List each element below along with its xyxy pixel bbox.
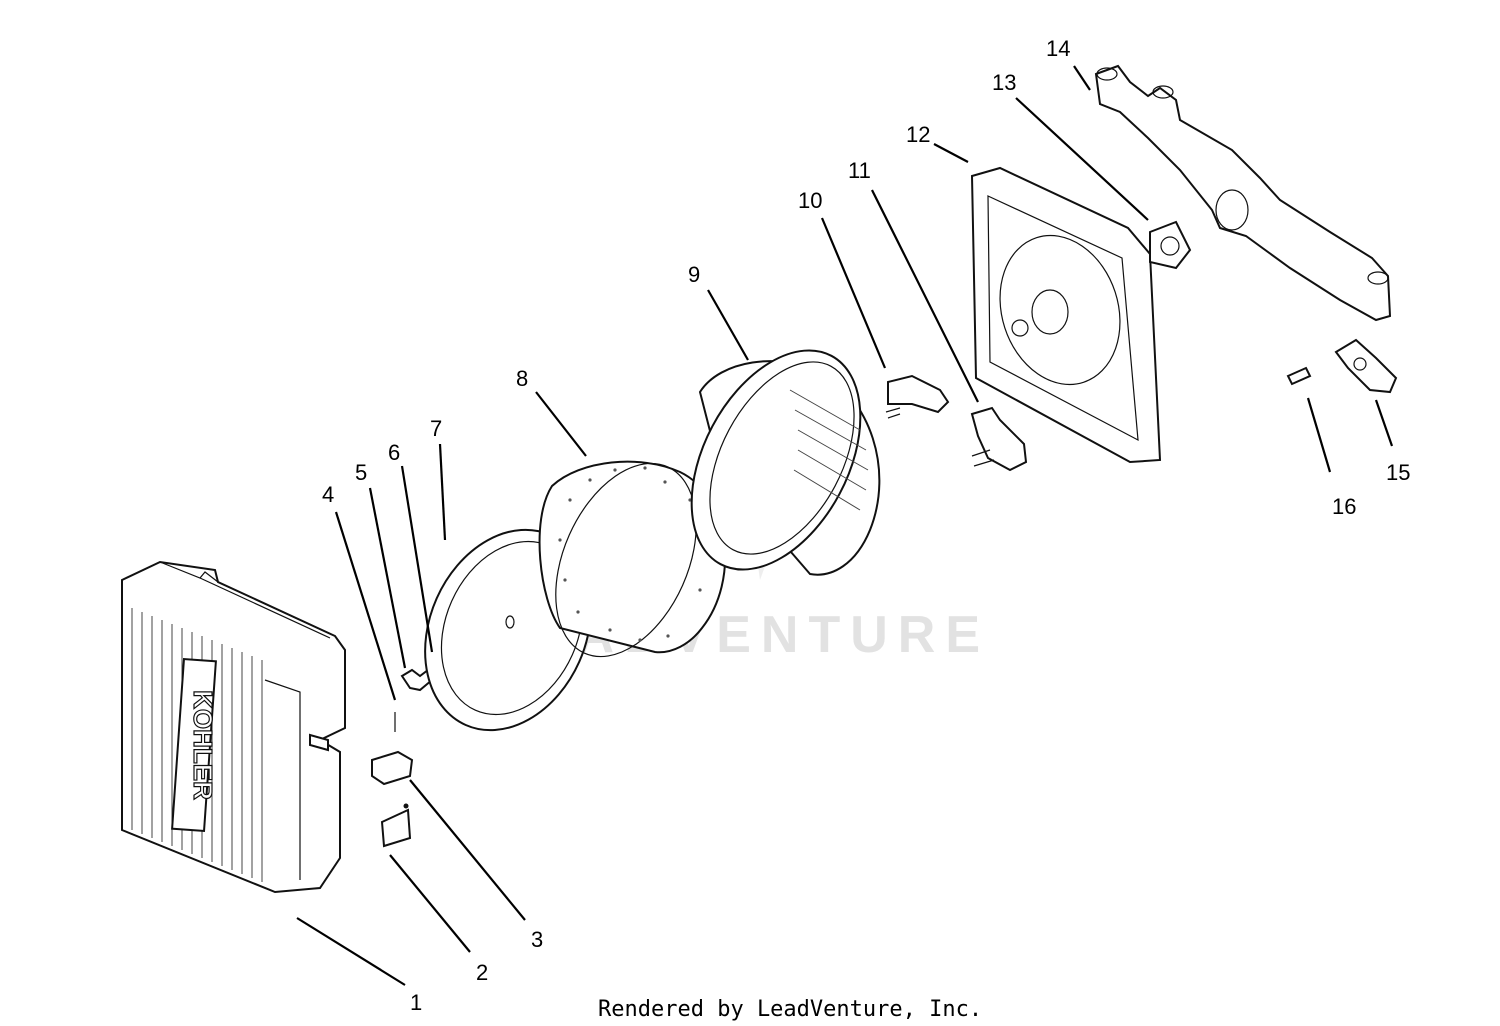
part-2-clip <box>380 808 412 848</box>
callout-5: 5 <box>355 460 367 485</box>
callout-14: 14 <box>1046 36 1070 61</box>
part-11-bracket <box>970 406 1028 472</box>
callout-16: 16 <box>1332 494 1356 519</box>
footer-credit: Rendered by LeadVenture, Inc. <box>598 997 982 1022</box>
part-1-housing: KOHLER <box>121 560 346 894</box>
housing-brand-text: KOHLER <box>188 690 218 800</box>
part-3-bracket <box>371 750 414 786</box>
part-12-base-plate <box>970 166 1162 464</box>
part-10-bracket <box>885 374 950 419</box>
callout-3: 3 <box>531 927 543 952</box>
callout-8: 8 <box>516 366 528 391</box>
callout-10: 10 <box>798 188 822 213</box>
callout-15: 15 <box>1386 460 1410 485</box>
part-13-gasket <box>1149 220 1192 270</box>
callout-13: 13 <box>992 70 1016 95</box>
callout-labels: 1 2 3 4 5 6 7 8 9 10 11 12 13 14 15 16 <box>322 36 1410 1015</box>
callout-4: 4 <box>322 482 334 507</box>
leader-lines <box>296 65 1394 986</box>
callout-6: 6 <box>388 440 400 465</box>
callout-11: 11 <box>848 158 871 183</box>
part-15-gasket <box>1334 338 1398 394</box>
part-14-elbow <box>1094 64 1392 322</box>
callout-1: 1 <box>410 990 422 1015</box>
callout-12: 12 <box>906 122 930 147</box>
callout-2: 2 <box>476 960 488 985</box>
part-16-screw <box>1286 366 1312 386</box>
part-9-filter-element <box>690 349 881 576</box>
part-8-precleaner <box>538 460 727 658</box>
callout-7: 7 <box>430 416 442 441</box>
callout-9: 9 <box>688 262 700 287</box>
